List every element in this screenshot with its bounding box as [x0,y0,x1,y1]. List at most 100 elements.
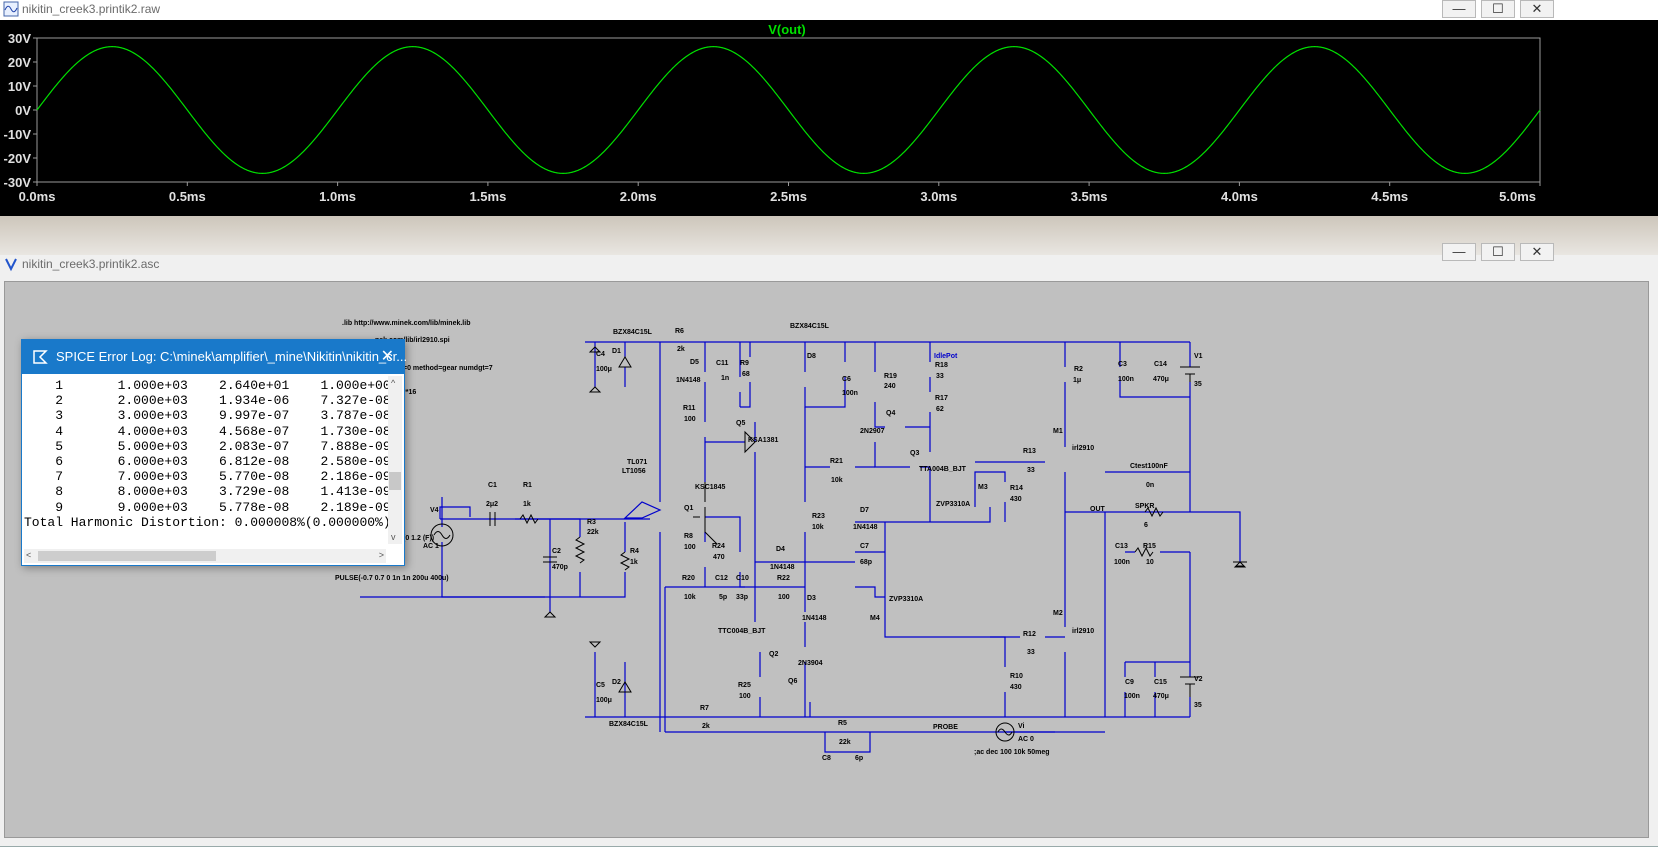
minimize-button[interactable]: — [1442,0,1476,18]
harmonic-row: 1 1.000e+03 2.640e+01 1.000e+00 [24,378,391,393]
error-log-text[interactable]: 1 1.000e+03 2.640e+01 1.000e+00 2 2.000e… [24,378,391,546]
lbl-d4-val: 1N4148 [770,564,795,571]
vertical-scroll-thumb[interactable] [389,472,401,490]
lbl-r7-val: 2k [702,723,710,730]
lbl-r19: R19 [884,373,897,380]
lbl-r12-val: 33 [1027,649,1035,656]
lbl-c11-val: 1n [721,375,729,382]
lbl-r20: R20 [682,575,695,582]
vertical-scrollbar[interactable]: ^ v [388,376,402,544]
lbl-c9-val: 100n [1124,693,1140,700]
x-tick-label: 5.0ms [1499,189,1536,204]
lbl-m1: M1 [1053,428,1063,435]
lbl-r22: R22 [777,575,790,582]
lbl-r2-val: 1μ [1073,377,1081,384]
lbl-c10-val: 33p [736,594,748,601]
error-log-titlebar[interactable]: SPICE Error Log: C:\minek\amplifier\_min… [22,340,407,374]
lbl-c13-val: 100n [1114,559,1130,566]
lbl-tl071: TL071 [627,459,647,466]
lbl-c12: C12 [715,575,728,582]
y-tick-label: -20V [4,151,32,166]
lbl-ctest-val: 0n [1146,482,1154,489]
lbl-c5-val: 100μ [596,697,612,704]
lbl-v1-val: 35 [1194,381,1202,388]
lbl-r13: R13 [1023,448,1036,455]
close-icon[interactable]: ✕ [380,348,394,365]
lbl-d3-val: 1N4148 [802,615,827,622]
waveform-window: nikitin_creek3.printik2.raw — ☐ ✕ V(out)… [0,0,1658,217]
lbl-c6: C6 [842,376,851,383]
lbl-lib2: nek.com/lib/irl2910.spi [375,337,450,344]
lbl-c11: C11 [716,360,729,367]
horizontal-scrollbar[interactable]: < > [24,549,386,563]
lbl-r12: R12 [1023,631,1036,638]
lbl-c4: C4 [596,351,605,358]
scroll-up-icon[interactable]: ^ [391,378,396,388]
lbl-r25: R25 [738,682,751,689]
horizontal-scroll-thumb[interactable] [38,551,216,561]
lbl-bzx-mid: BZX84C15L [790,323,830,330]
lbl-r4-val: 1k [630,559,638,566]
lbl-r18: R18 [935,362,948,369]
lbl-r10-val: 430 [1010,684,1022,691]
x-tick-label: 4.0ms [1221,189,1258,204]
lbl-r17: R17 [935,395,948,402]
lbl-opts2: **16 [403,389,416,396]
maximize-button[interactable]: ☐ [1481,0,1515,18]
lbl-c3: C3 [1118,361,1127,368]
lbl-d3: D3 [807,595,816,602]
schematic-titlebar: nikitin_creek3.printik2.asc — ☐ ✕ [0,243,1658,275]
y-tick-label: 10V [8,79,31,94]
desktop-background-strip [0,216,1658,255]
lbl-r7: R7 [700,705,709,712]
schematic-drawing[interactable]: .lib http://www.minek.com/lib/minek.lib … [5,282,1648,837]
lbl-r10: R10 [1010,673,1023,680]
lbl-c6-val: 100n [842,390,858,397]
y-tick-label: -30V [4,175,32,190]
close-button[interactable]: ✕ [1520,0,1554,18]
lbl-out: OUT [1090,506,1106,513]
lbl-r17-val: 62 [936,406,944,413]
scroll-down-icon[interactable]: v [391,532,396,542]
schematic-maximize-button[interactable]: ☐ [1481,243,1515,261]
schematic-close-button[interactable]: ✕ [1520,243,1554,261]
lbl-r18-val: 33 [936,373,944,380]
schematic-minimize-button[interactable]: — [1442,243,1476,261]
lbl-c5: C5 [596,682,605,689]
lbl-q3-val: TTA004B_BJT [919,466,967,473]
lbl-c1: C1 [488,482,497,489]
harmonic-row: 7 7.000e+03 5.770e-08 2.186e-09 [24,469,391,485]
lbl-c8: C8 [822,755,831,762]
x-tick-label: 3.5ms [1071,189,1108,204]
lbl-r20-val: 10k [684,594,696,601]
lbl-c10: C10 [736,575,749,582]
lbl-r15: R15 [1143,543,1156,550]
lbl-r24-val: 470 [713,554,725,561]
lbl-c2: C2 [552,548,561,555]
lbl-v1: V1 [1194,353,1203,360]
scroll-right-icon[interactable]: > [378,550,384,560]
lbl-c2-val: 470p [552,564,568,571]
lbl-d2: D2 [612,679,621,686]
lbl-r13-val: 33 [1027,467,1035,474]
lbl-idlepot: IdlePot [934,353,958,360]
lbl-q2: Q2 [769,651,778,658]
lbl-opts: =0 method=gear numdgt=7 [403,365,493,372]
x-tick-label: 1.0ms [319,189,356,204]
lbl-d1: D1 [612,348,621,355]
scroll-left-icon[interactable]: < [26,550,32,560]
lbl-r11-val: 100 [684,416,696,423]
lbl-q1: Q1 [684,505,693,512]
x-tick-label: 0.5ms [169,189,206,204]
thd-line: Total Harmonic Distortion: 0.000008%(0.0… [24,514,391,530]
waveform-window-title: nikitin_creek3.printik2.raw [22,2,161,16]
lbl-r4: R4 [630,548,639,555]
spice-error-log-dialog[interactable]: SPICE Error Log: C:\minek\amplifier\_min… [21,339,407,566]
lbl-r25-val: 100 [739,693,751,700]
lbl-v4-prefix: (0 1.2 (F)) [403,535,434,542]
lbl-r23: R23 [812,513,825,520]
lbl-bzx1: BZX84C15L [613,329,653,336]
y-tick-label: 20V [8,55,31,70]
